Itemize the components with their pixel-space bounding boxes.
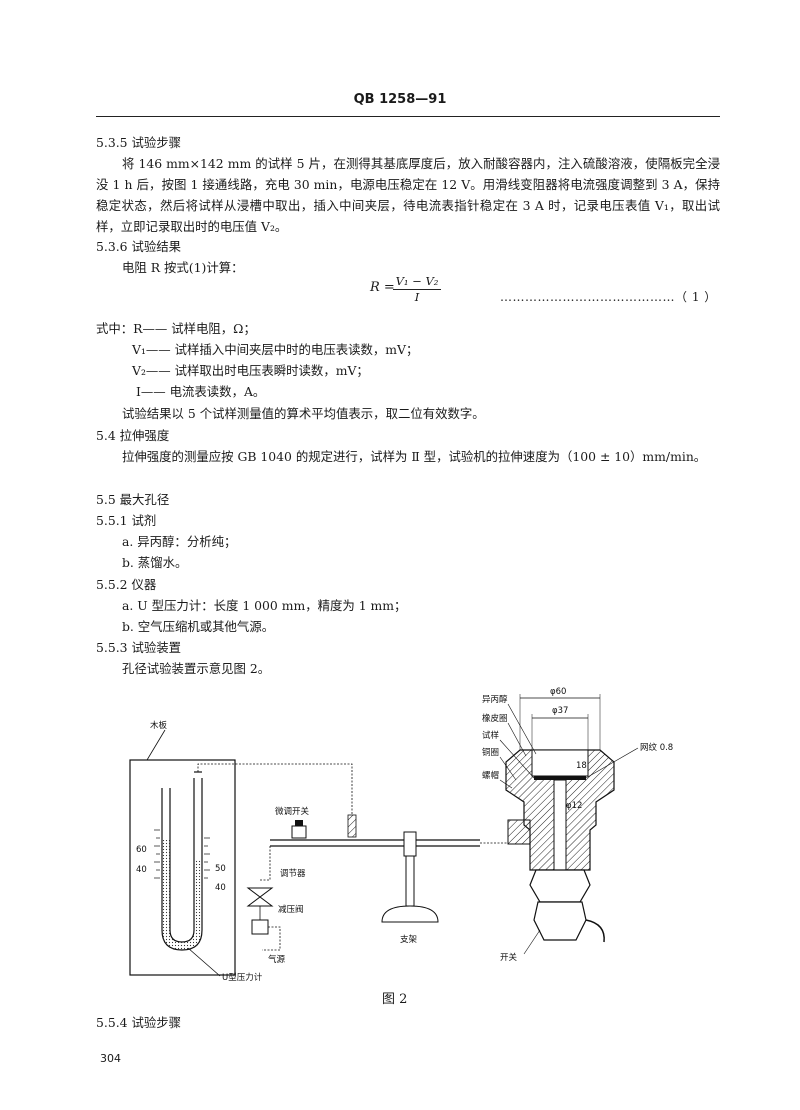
ipa-chamber [531,749,589,777]
reagent-a: a. 异丙醇：分析纯； [122,534,237,549]
side-inlet [507,819,531,845]
sample-membrane [534,776,586,780]
board-leader-line [146,729,166,761]
label-h18: 18 [576,761,587,771]
section-5-3-5-heading: 5.3.5 试验步骤 [96,135,182,150]
cap-leader-line [499,779,513,789]
label-regulator: 调节器 [280,869,306,879]
scale-left [154,829,160,879]
side-fitting [347,814,357,838]
page-number: 304 [100,1052,121,1065]
ipa-leader-line [507,703,537,755]
u-manometer-inner [169,778,195,943]
section-5-3-6-heading: 5.3.6 试验结果 [96,239,182,254]
section-5-4-text: 拉伸强度的测量应按 GB 1040 的规定进行，试样为 Ⅱ 型，试验机的拉伸速度… [122,449,707,464]
label-cap: 螺帽 [482,770,499,781]
formula-intro: 电阻 R 按式(1)计算： [122,260,244,275]
fine-switch-knob [295,820,303,826]
header-rule [96,116,720,117]
document-header-code: QB 1258—91 [353,92,447,107]
section-5-5-1-heading: 5.5.1 试剂 [96,513,157,528]
label-reducer: 减压阀 [278,904,304,915]
tube-manometer-to-valve [197,763,353,815]
manometer-leader-line [187,947,221,977]
tube-to-regulator [260,846,271,881]
label-switch: 开关 [500,952,518,963]
section-5-5-3-text: 孔径试验装置示意见图 2。 [122,661,271,676]
formula-var-v1: V₁—— 试样插入中间夹层中时的电压表读数，mV； [132,342,419,357]
instrument-a: a. U 型压力计：长度 1 000 mm，精度为 1 mm； [122,598,407,613]
formula-numerator: V₁ − V₂ [393,274,441,290]
formula-number: ……………………………………（ 1 ） [500,290,717,304]
section-5-5-heading: 5.5 最大孔径 [96,492,170,507]
label-fine-switch: 微调开关 [275,806,310,817]
holder-channel [553,779,567,871]
section-5-4-heading: 5.4 拉伸强度 [96,428,170,443]
fine-switch-body [291,825,307,839]
label-mesh: 网纹 0.8 [640,742,673,753]
instrument-b: b. 空气压缩机或其他气源。 [122,619,275,634]
label-manometer: U型压力计 [222,972,263,983]
gasket-leader-line [507,722,527,757]
section-5-3-5-text: 将 146 mm×142 mm 的试样 5 片，在测得其基底厚度后，放入耐酸容器… [96,156,720,234]
figure-2-apparatus-diagram: 木板 60 40 50 40 U型压力计 微调开关 调节器 减压阀 气源 支架 [129,687,673,983]
label-sample: 试样 [482,730,500,741]
label-gasket: 橡皮圈 [482,713,508,724]
section-5-5-4-heading: 5.5.4 试验步骤 [96,1015,182,1030]
label-stand: 支架 [400,934,418,945]
formula-lhs: R = [370,280,395,295]
scale-right [204,837,210,879]
mesh-leader-line [585,747,639,779]
label-d37: φ37 [552,706,568,716]
lower-fitting [529,869,591,903]
label-ipa: 异丙醇 [482,694,508,705]
label-gas: 气源 [268,954,286,965]
bottom-switch [533,901,587,941]
label-d12: φ12 [566,801,582,811]
figure-caption: 图 2 [382,992,408,1007]
outlet-tube [585,919,605,943]
sample-leader-line [499,739,535,779]
label-d60: φ60 [550,687,566,697]
formula-var-i: I—— 电流表读数，A。 [136,384,266,399]
scale-label-40b: 40 [215,883,226,893]
label-board: 木板 [150,720,168,731]
stand-base [381,905,439,923]
regulator-valve [246,887,274,907]
reducer-valve [251,919,269,935]
copper-ring-leader-line [499,756,517,781]
section-5-5-2-heading: 5.5.2 仪器 [96,577,157,592]
manometer-liquid [162,840,202,950]
formula-denominator: I [414,290,420,304]
formula-var-v2: V₂—— 试样取出时电压表瞬时读数，mV； [132,363,369,378]
result-statement: 试验结果以 5 个试样测量值的算术平均值表示，取二位有效数字。 [122,406,485,421]
formula-where: 式中：R—— 试样电阻，Ω； [96,321,256,336]
scale-label-60: 60 [136,845,147,855]
wooden-board [129,759,236,976]
formula-fraction: V₁ − V₂ I [393,274,441,304]
reagent-b: b. 蒸馏水。 [122,555,188,570]
label-copper-ring: 铜圈 [482,747,499,758]
stand-rod [405,855,415,907]
switch-leader-line [523,929,541,955]
scale-label-40: 40 [136,865,147,875]
tube-to-gas [262,926,281,951]
stand-clamp [403,831,417,857]
scale-label-50: 50 [215,864,226,874]
section-5-5-3-heading: 5.5.3 试验装置 [96,640,182,655]
